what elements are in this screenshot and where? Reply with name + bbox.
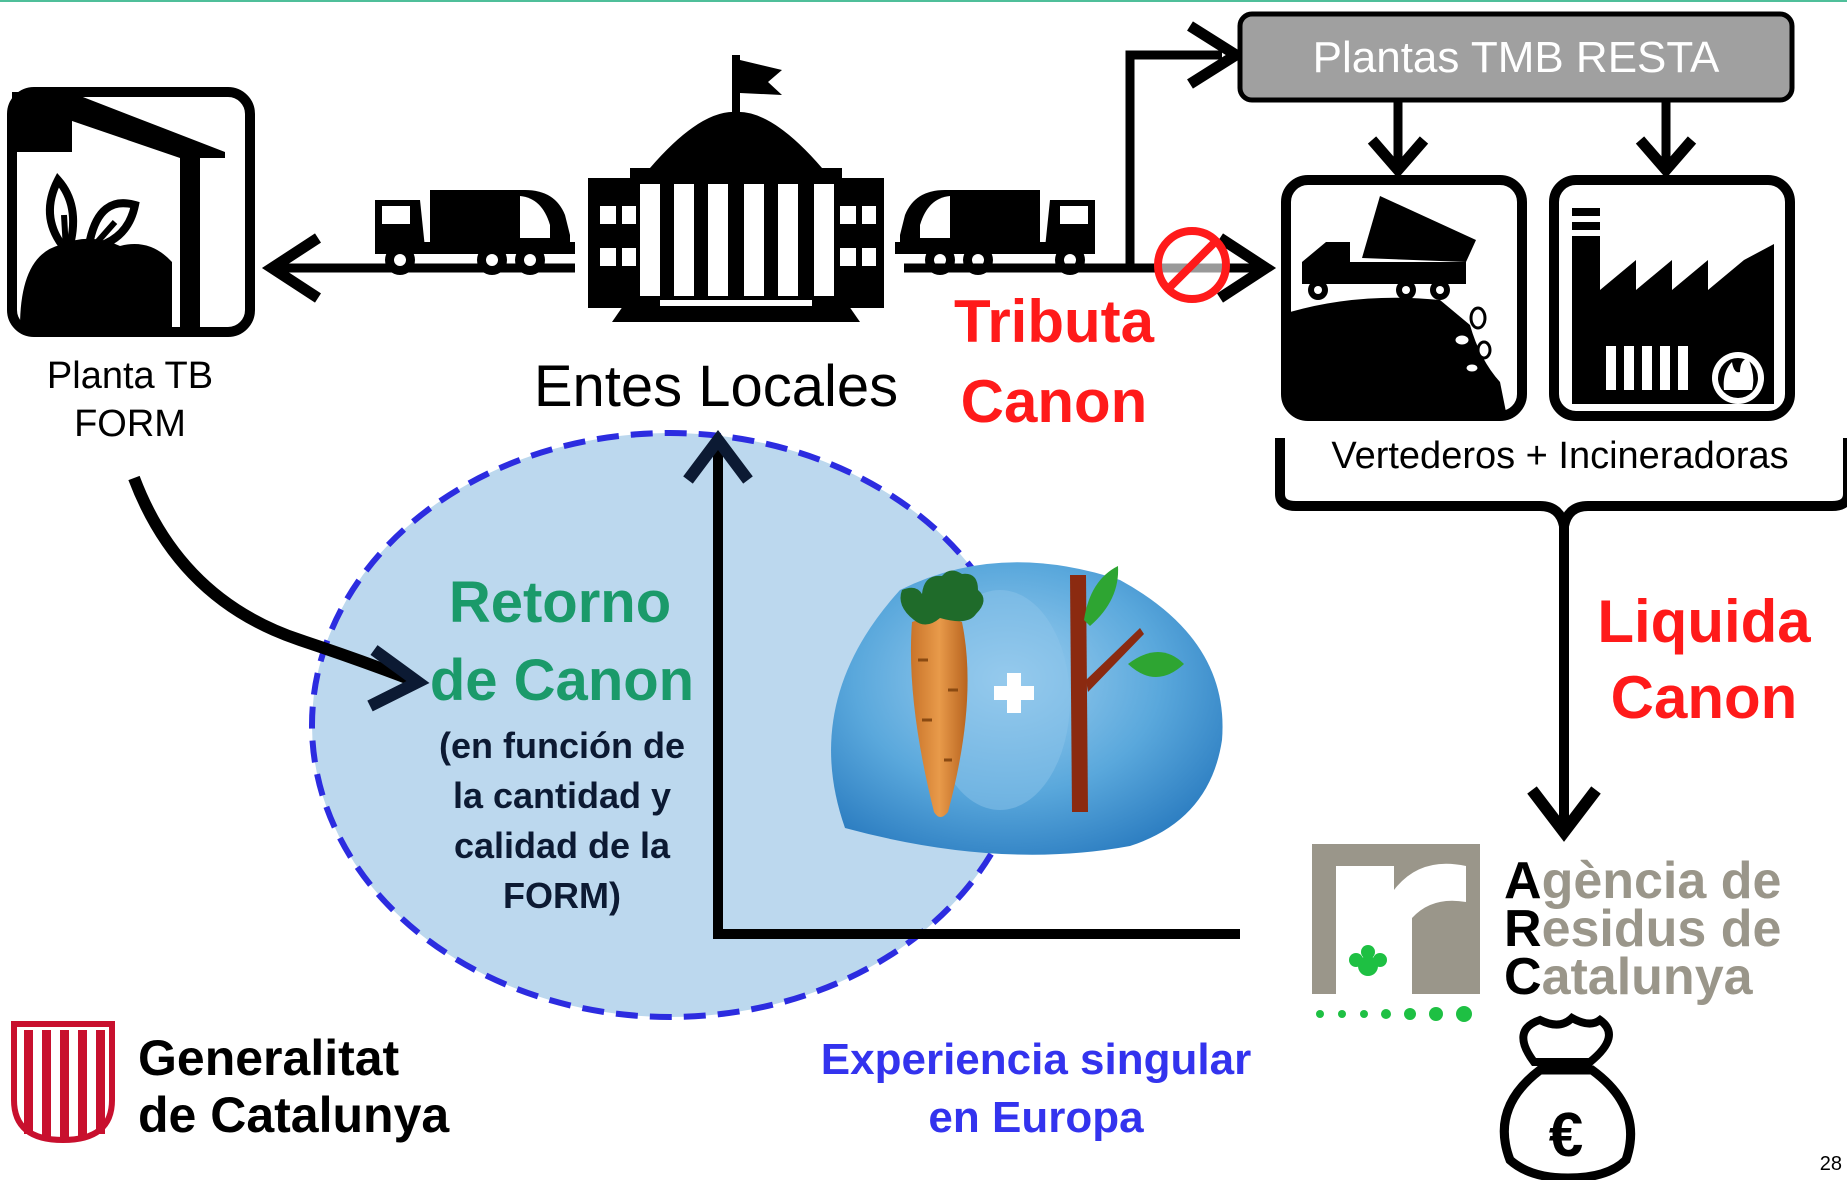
arrow-arc-to-entes [683,430,1240,939]
arrow-to-plantas-tmb [1125,21,1247,268]
euro-symbol: € [1549,1101,1583,1170]
prohibited-icon [1154,227,1230,303]
arc-name-text: Agència de Residus de Catalunya [1504,852,1781,1006]
plantas-tmb-label: Plantas TMB RESTA [1313,33,1720,82]
arc-line2-rest: esidus de [1542,900,1782,958]
garbage-truck-icon [375,190,575,275]
incinerator-factory-icon [1549,175,1795,421]
svg-text:Catalunya: Catalunya [1504,948,1754,1006]
plantas-tmb-box: Plantas TMB RESTA [1237,11,1795,103]
experiencia-label-1: Experiencia singular [821,1035,1251,1084]
arrow-tmb-to-landfill [1367,100,1429,179]
town-hall-icon [588,55,884,322]
garbage-truck-icon [895,190,1095,275]
arrow-to-arc [1527,520,1601,842]
tributa-label: Tributa [954,288,1155,355]
retorno-detail-1: (en función de [439,725,685,766]
arrow-planta-to-retorno [128,475,430,712]
entes-locales-label: Entes Locales [534,354,898,419]
retorno-detail-4: FORM) [503,875,621,916]
arc-initial-r: R [1504,900,1542,958]
retorno-detail-3: calidad de la [454,825,671,866]
compost-plant-icon [7,87,255,337]
planta-tb-label-1: Planta TB [47,355,213,397]
arc-line1-rest: gència de [1542,852,1782,910]
retorno-detail-2: la cantidad y [453,775,671,816]
svg-text:Agència de: Agència de [1504,852,1781,910]
euro-money-bag-icon: € [1499,1013,1636,1180]
landfill-dump-truck-icon [1281,175,1527,421]
carrot-plus-tree-icon: + [831,562,1223,855]
tributa-canon-label: Canon [961,368,1148,435]
arc-initial-c: C [1504,948,1542,1006]
arc-logo-icon: r [1312,844,1480,1022]
generalitat-logo-icon [11,1021,115,1144]
retorno-title-2: de Canon [430,648,694,713]
planta-tb-label-2: FORM [74,403,186,445]
generalitat-line2: de Catalunya [138,1087,450,1143]
liquida-label: Liquida [1597,588,1811,655]
page-number: 28 [1820,1153,1842,1175]
vertederos-label: Vertederos + Incineradoras [1331,435,1788,477]
retorno-title-1: Retorno [449,570,671,635]
generalitat-line1: Generalitat [138,1030,400,1086]
arrow-tmb-to-incinerator [1635,100,1697,179]
arc-line3-rest: atalunya [1542,948,1754,1006]
experiencia-label-2: en Europa [928,1093,1144,1142]
arc-initial-a: A [1504,852,1542,910]
liquida-canon-label: Canon [1611,664,1798,731]
svg-text:Residus de: Residus de [1504,900,1781,958]
